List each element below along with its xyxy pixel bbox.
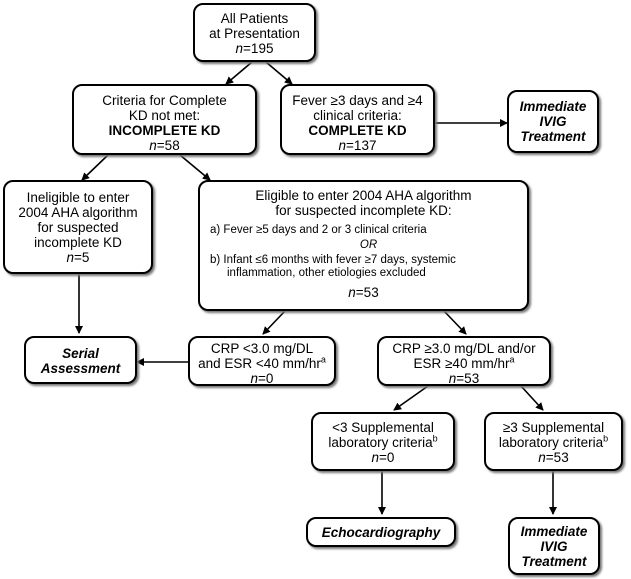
supp-high-line2: laboratory criteriab (498, 433, 609, 450)
complete-kd-line1: Fever ≥3 days and ≥4 (292, 93, 423, 108)
ivig-top-line3: Treatment (520, 129, 586, 144)
eligible-option-b-line1: b) Infant ≤6 months with fever ≥7 days, … (210, 254, 456, 266)
ivig-bottom-line3: Treatment (521, 554, 587, 569)
supp-high-box: ≥3 Supplemental laboratory criteriab n=5… (484, 412, 623, 471)
eligible-option-b-line2: inflammation, other etiologies excluded (227, 267, 426, 279)
incomplete-kd-label: INCOMPLETE KD (108, 123, 221, 138)
eligible-option-a: a) Fever ≥5 days and 2 or 3 clinical cri… (210, 224, 427, 236)
arrow-all-to-complete (265, 61, 293, 85)
arrow-crp-high-to-supp-high (520, 385, 544, 411)
ivig-bottom-box: Immediate IVIG Treatment (508, 517, 600, 575)
arrow-incomplete-to-eligible (179, 154, 211, 181)
complete-kd-label: COMPLETE KD (308, 123, 407, 138)
all-patients-line2: at Presentation (209, 26, 300, 41)
supp-high-count: n=53 (538, 450, 569, 465)
crp-high-box: CRP ≥3.0 mg/DL and/or ESR ≥40 mm/hra n=5… (377, 336, 551, 386)
eligible-line1: Eligible to enter 2004 AHA algorithm (255, 188, 472, 203)
ivig-bottom-line2: IVIG (540, 539, 568, 554)
crp-high-count: n=53 (448, 371, 480, 386)
arrow-eligible-to-crp-low (262, 310, 286, 335)
crp-low-line1: CRP <3.0 mg/DL (210, 341, 314, 356)
complete-kd-line2: clinical criteria: (313, 108, 402, 123)
eligible-box: Eligible to enter 2004 AHA algorithm for… (198, 180, 529, 311)
arrow-incomplete-to-ineligible (81, 154, 109, 181)
incomplete-kd-count: n=58 (149, 138, 180, 153)
all-patients-count: n=195 (235, 41, 274, 56)
supp-low-count: n=0 (371, 450, 395, 465)
crp-low-line2: and ESR <40 mm/hra (198, 354, 326, 371)
crp-low-count: n=0 (250, 371, 274, 386)
crp-high-line2: ESR ≥40 mm/hra (413, 354, 515, 371)
echocardiography-box: Echocardiography (306, 517, 456, 547)
arrow-eligible-to-crp-high (443, 310, 467, 335)
incomplete-kd-box: Criteria for Complete KD not met: INCOMP… (72, 84, 257, 155)
crp-low-box: CRP <3.0 mg/DL and ESR <40 mm/hra n=0 (188, 336, 336, 386)
eligible-line2: for suspected incomplete KD: (275, 203, 452, 218)
ineligible-line1: Ineligible to enter (26, 190, 130, 205)
eligible-options: a) Fever ≥5 days and 2 or 3 clinical cri… (200, 224, 527, 280)
arrow-crp-high-to-supp-low (393, 385, 429, 411)
supp-low-line1: <3 Supplemental (332, 420, 434, 435)
incomplete-kd-line1: Criteria for Complete (102, 93, 227, 108)
all-patients-line1: All Patients (220, 11, 289, 26)
arrow-all-to-incomplete (225, 61, 253, 85)
ineligible-line3: for suspected (37, 220, 119, 235)
ineligible-line2: 2004 AHA algorithm (18, 205, 138, 220)
eligible-count: n=53 (348, 285, 379, 300)
supp-high-line1: ≥3 Supplemental (502, 420, 605, 435)
eligible-or: OR (359, 239, 378, 251)
ivig-top-line1: Immediate (519, 99, 587, 114)
incomplete-kd-line2: KD not met: (128, 108, 201, 123)
serial-assessment-box: Serial Assessment (24, 336, 137, 384)
supp-low-box: <3 Supplemental laboratory criteriab n=0 (311, 412, 455, 471)
serial-line2: Assessment (40, 361, 121, 376)
crp-high-line1: CRP ≥3.0 mg/DL and/or (392, 341, 536, 356)
ivig-top-line2: IVIG (539, 114, 567, 129)
ineligible-line4: incomplete KD (34, 235, 122, 250)
all-patients-box: All Patients at Presentation n=195 (193, 3, 316, 62)
ivig-bottom-line1: Immediate (520, 524, 588, 539)
ineligible-count: n=5 (66, 250, 90, 265)
ineligible-box: Ineligible to enter 2004 AHA algorithm f… (3, 180, 153, 274)
complete-kd-count: n=137 (338, 138, 377, 153)
supp-low-line2: laboratory criteriab (328, 433, 438, 450)
serial-line1: Serial (62, 346, 99, 361)
echo-line1: Echocardiography (321, 525, 441, 540)
ivig-top-box: Immediate IVIG Treatment (507, 90, 599, 153)
complete-kd-box: Fever ≥3 days and ≥4 clinical criteria: … (280, 84, 435, 155)
